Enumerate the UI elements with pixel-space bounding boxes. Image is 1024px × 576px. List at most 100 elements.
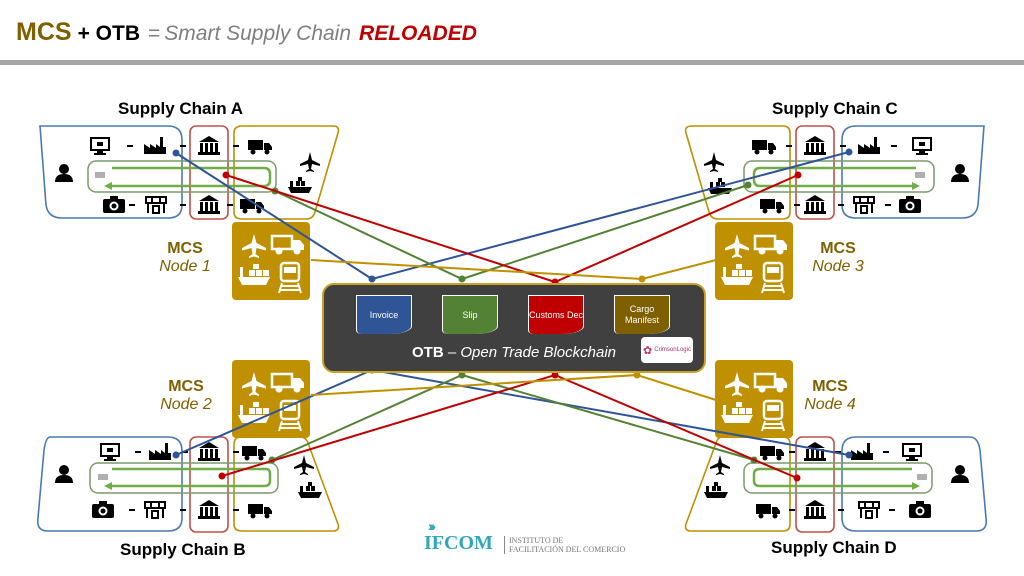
- truck-icon: [760, 446, 784, 461]
- chain-d-logistics-zone: [684, 436, 791, 532]
- crimsonlogic-emblem-icon: ✿: [643, 344, 653, 357]
- customs-link-a-c-endpoint: [222, 171, 230, 179]
- ifcom-separator: [504, 536, 505, 554]
- invoice-link-b-d-endpoint: [172, 451, 180, 459]
- bank-icon: [804, 136, 826, 155]
- factory-icon: [858, 137, 880, 154]
- chain-b-flow-loop: [89, 462, 279, 494]
- computer-icon: [902, 443, 922, 462]
- store-icon: [145, 196, 167, 214]
- ship-icon: [704, 482, 728, 498]
- bank-icon: [198, 500, 220, 519]
- otb-blockchain-box: Invoice Slip Customs Dec Cargo Manifest …: [322, 283, 706, 373]
- arrow-icon: [180, 509, 186, 511]
- arrow-icon: [789, 451, 795, 453]
- person-icon: [55, 465, 73, 483]
- chain-b-customer-zone: [36, 436, 183, 532]
- arrow-icon: [127, 145, 133, 147]
- arrow-icon: [180, 204, 186, 206]
- bank-icon: [198, 195, 220, 214]
- supply-chain-b-label: Supply Chain B: [120, 540, 246, 559]
- store-icon: [853, 196, 875, 214]
- chain-a-customer-zone: [39, 125, 183, 219]
- camera-icon: [103, 196, 125, 213]
- bank-icon: [804, 195, 826, 214]
- truck-icon: [752, 140, 776, 155]
- supply-chain-b: [36, 436, 340, 533]
- computer-icon: [912, 137, 932, 156]
- title-mcs: MCS: [16, 18, 72, 46]
- person-icon: [55, 164, 73, 182]
- airplane-icon: [704, 152, 724, 172]
- invoice-link-a-c-endpoint: [172, 149, 180, 157]
- document-slip: Slip: [442, 295, 498, 334]
- chain-d-customs-zone: [795, 436, 835, 533]
- chain-d-flow-loop: [743, 462, 933, 494]
- arrow-icon: [227, 204, 233, 206]
- supply-chain-c: [684, 125, 985, 220]
- truck-icon: [756, 504, 780, 519]
- arrow-icon: [891, 145, 897, 147]
- slip-link-a-c-endpoint: [744, 181, 752, 189]
- truck-icon: [242, 446, 266, 461]
- chain-a-flow-loop: [87, 160, 277, 193]
- money-icon: [915, 172, 925, 178]
- computer-icon: [100, 443, 120, 462]
- money-icon: [917, 474, 927, 480]
- arrow-icon: [233, 145, 239, 147]
- arrow-icon: [233, 509, 239, 511]
- slip-link-a-c: [274, 184, 749, 281]
- supply-chain-d-label: Supply Chain D: [771, 538, 897, 557]
- person-icon: [951, 465, 969, 483]
- arrow-icon: [889, 509, 895, 511]
- person-icon: [951, 164, 969, 182]
- money-icon: [98, 474, 108, 480]
- arrow-icon: [789, 509, 795, 511]
- chain-c-flow-loop: [743, 160, 935, 193]
- chain-c-logistics-zone: [684, 125, 791, 220]
- truck-icon: [248, 140, 272, 155]
- title-subtitle: Smart Supply Chain: [164, 22, 352, 45]
- chain-a-flow-arrow: [112, 166, 272, 188]
- arrow-icon: [885, 204, 891, 206]
- arrow-icon: [129, 204, 135, 206]
- title-divider: [0, 60, 1024, 65]
- document-invoice: Invoice: [356, 295, 412, 334]
- arrow-icon: [838, 509, 844, 511]
- camera-icon: [92, 501, 114, 518]
- store-icon: [144, 501, 166, 519]
- arrow-icon: [786, 145, 792, 147]
- mcs-node-2-box: [232, 360, 310, 438]
- crimsonlogic-logo: ✿CrimsonLogic: [641, 337, 693, 363]
- customs-link-b-d-endpoint: [793, 474, 801, 482]
- airplane-icon: [710, 455, 730, 475]
- manifest-link-n2-n4-endpoint: [633, 371, 641, 379]
- customs-link-b-d-endpoint: [551, 371, 559, 379]
- chain-c-customer-zone: [841, 125, 985, 219]
- chain-d-customer-zone: [841, 436, 988, 532]
- mcs-node-3-box: [715, 222, 793, 300]
- arrow-icon: [838, 204, 844, 206]
- bank-icon: [198, 136, 220, 155]
- money-icon: [95, 172, 105, 178]
- arrow-icon: [840, 145, 846, 147]
- arrow-icon: [180, 145, 186, 147]
- mcs-node-4-box: [715, 360, 793, 438]
- invoice-link-a-c-endpoint: [845, 148, 853, 156]
- chain-d-flow-arrow: [752, 467, 912, 488]
- camera-icon: [899, 196, 921, 213]
- chain-b-customs-zone: [189, 436, 229, 533]
- connection-lines: [172, 148, 853, 482]
- manifest-link-n1-n3-endpoint: [638, 275, 646, 283]
- invoice-link-b-d-endpoint: [845, 451, 853, 459]
- airplane-icon: [300, 152, 320, 172]
- store-icon: [858, 501, 880, 519]
- computer-icon: [90, 137, 110, 156]
